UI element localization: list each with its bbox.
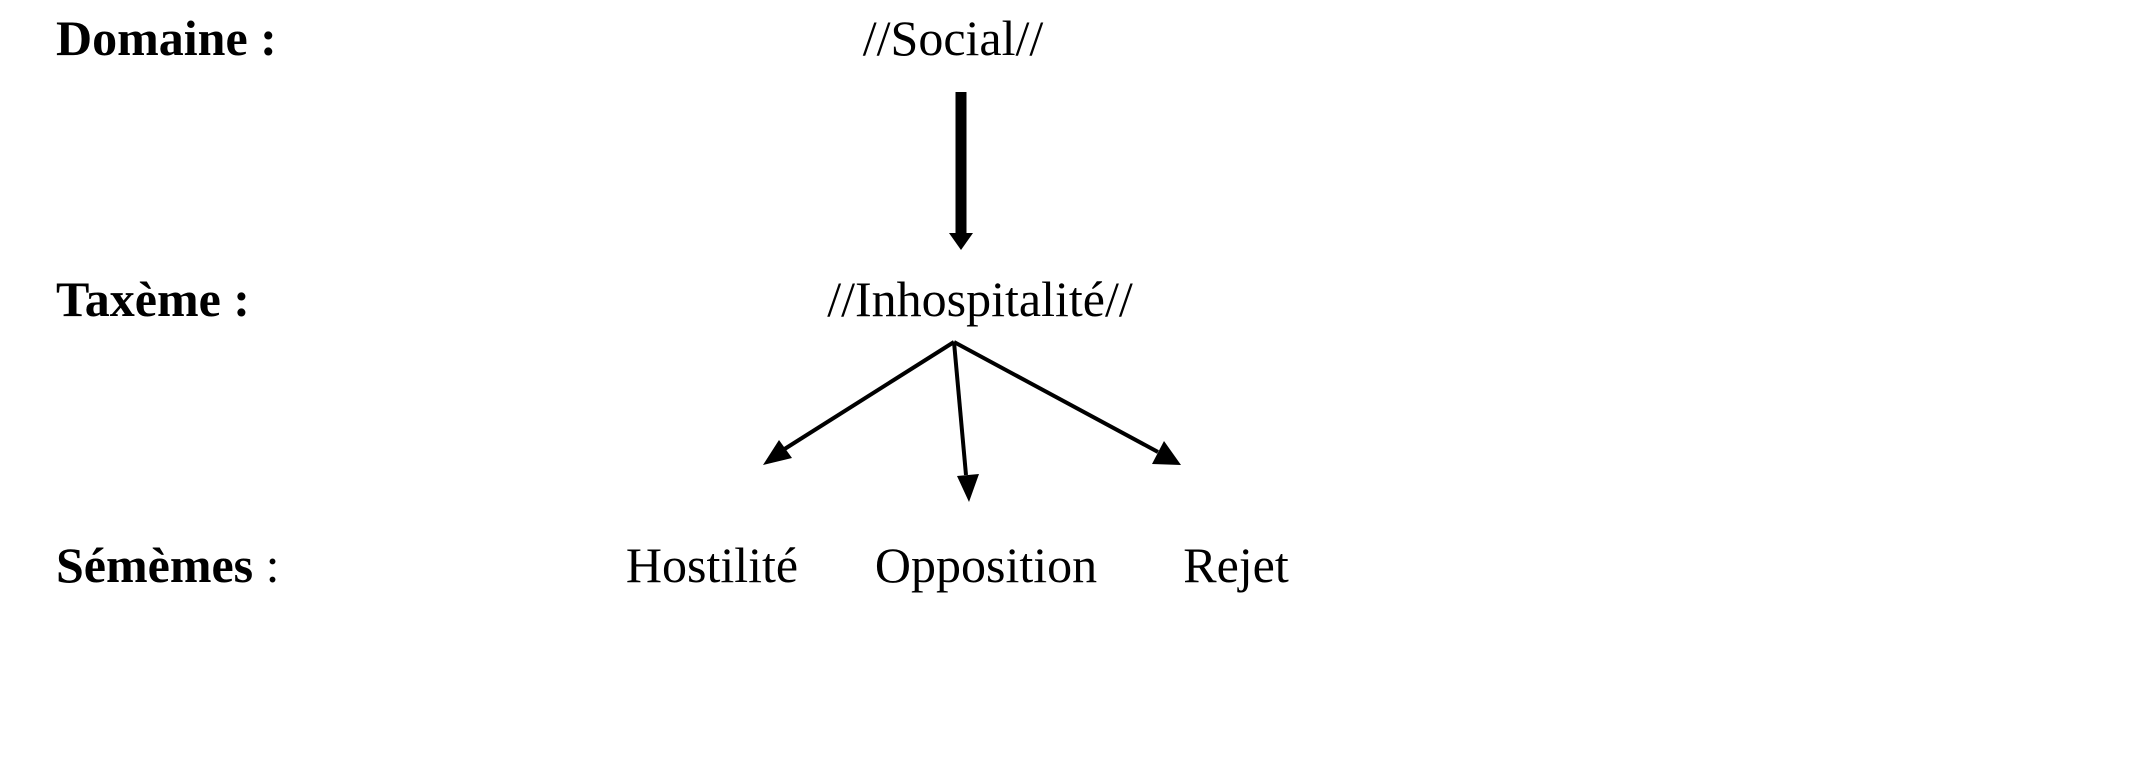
row-label-taxeme-sep: : [220,271,250,327]
arrow-domain-to-taxeme [949,92,973,250]
node-sememe-rejet: Rejet [1183,537,1289,593]
row-label-sememes-text: Sémèmes [56,537,254,593]
row-label-taxeme-text: Taxème [56,271,221,327]
row-label-domaine: Domaine : [56,13,277,63]
arrow-taxeme-to-opposition-shaft [952,341,968,476]
arrow-taxeme-to-rejet [953,340,1181,465]
row-label-taxeme: Taxème : [56,274,250,324]
arrow-taxeme-to-rejet-head [1152,441,1181,465]
row-label-sememes: Sémèmes : [56,540,280,590]
row-label-sememes-sep: : [253,537,280,593]
arrow-taxeme-to-hostilite-shaft [781,340,956,452]
row-label-domaine-text: Domaine [56,10,248,66]
arrow-taxeme-to-opposition [952,341,979,502]
arrow-taxeme-to-opposition-head [957,474,979,502]
node-sememe-hostilite: Hostilité [625,537,799,593]
arrow-taxeme-to-hostilite [763,340,956,465]
node-domain-social: //Social// [862,10,1044,66]
node-taxeme-inhospitalite: //Inhospitalité// [827,271,1133,327]
row-label-domaine-sep: : [247,10,277,66]
arrow-domain-to-taxeme-head [949,233,973,250]
arrow-taxeme-to-rejet-shaft [953,340,1159,454]
arrow-taxeme-to-hostilite-head [763,440,792,465]
node-sememe-opposition: Opposition [874,537,1098,593]
